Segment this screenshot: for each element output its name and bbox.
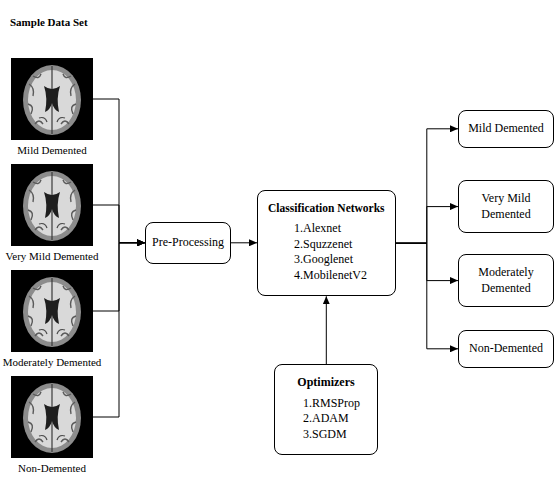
- box-label: Non-Demented: [463, 341, 549, 357]
- image-label: Mild Demented: [0, 143, 104, 157]
- flow-arrow: [396, 207, 458, 244]
- diagram-title: Sample Data Set: [10, 16, 88, 28]
- brain-mri-picture: [11, 376, 93, 458]
- brain-mri-picture: [11, 270, 93, 352]
- flow-arrow: [93, 99, 145, 243]
- process-box: Pre-Processing: [145, 222, 231, 264]
- box-heading: Optimizers: [287, 375, 365, 391]
- box-label: Very Mild Demented: [463, 191, 549, 222]
- mri-image-node: Very Mild Demented: [0, 164, 104, 263]
- list-item: 1.Alexnet: [268, 221, 385, 237]
- flow-arrow: [396, 129, 458, 243]
- flow-arrow: [93, 243, 145, 417]
- brain-mri-picture: [11, 270, 93, 352]
- box-label: Moderately Demented: [463, 265, 549, 296]
- output-box: Mild Demented: [458, 110, 554, 148]
- mri-image-node: Non-Demented: [0, 376, 104, 475]
- box-label: Mild Demented: [463, 121, 549, 137]
- list-item: 3.Googlenet: [268, 252, 385, 268]
- image-label: Moderately Demented: [0, 355, 104, 369]
- brain-mri-picture: [11, 164, 93, 246]
- image-label: Non-Demented: [0, 461, 104, 475]
- flow-arrow: [396, 243, 458, 349]
- brain-mri-picture: [11, 58, 93, 140]
- output-box: Non-Demented: [458, 330, 554, 368]
- mri-image-node: Moderately Demented: [0, 270, 104, 369]
- list-item: 4.MobilenetV2: [268, 268, 385, 284]
- brain-mri-picture: [11, 58, 93, 140]
- list-item: 3.SGDM: [287, 427, 365, 443]
- flow-arrow: [326, 296, 327, 364]
- image-label: Very Mild Demented: [0, 249, 104, 263]
- list-item: 2.Squzzenet: [268, 237, 385, 253]
- brain-mri-picture: [11, 164, 93, 246]
- flow-arrow: [93, 205, 145, 243]
- network-box: Classification Networks 1.Alexnet2.Squzze…: [257, 190, 396, 296]
- list-item: 2.ADAM: [287, 411, 365, 427]
- box-heading: Classification Networks: [268, 201, 385, 216]
- flow-arrow: [231, 242, 257, 243]
- output-box: Moderately Demented: [458, 254, 554, 307]
- box-label: Pre-Processing: [152, 235, 224, 251]
- list-item: 1.RMSProp: [287, 396, 365, 412]
- output-box: Very Mild Demented: [458, 180, 554, 233]
- optimizer-box: Optimizers 1.RMSProp2.ADAM3.SGDM: [274, 364, 378, 455]
- brain-mri-picture: [11, 376, 93, 458]
- mri-image-node: Mild Demented: [0, 58, 104, 157]
